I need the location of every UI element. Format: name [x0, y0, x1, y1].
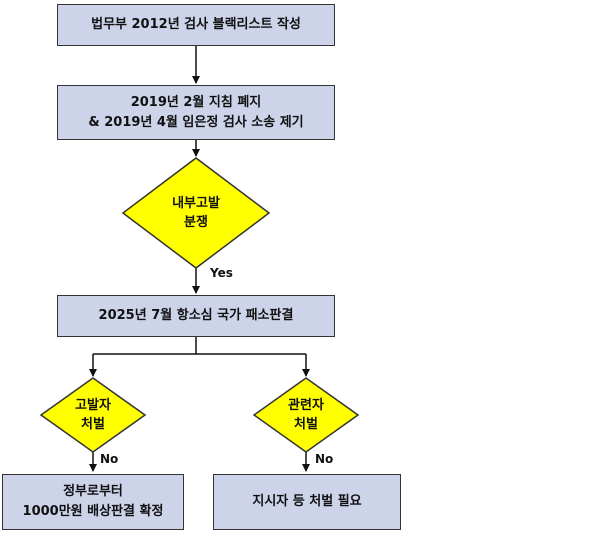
compensation-box: 정부로부터 1000만원 배상판결 확정 [2, 474, 184, 530]
abolish-text-line1: 2019년 2월 지침 폐지 [130, 94, 262, 110]
ruling-box: 2025년 7월 항소심 국가 패소판결 [57, 295, 335, 337]
blacklist-box: 법무부 2012년 검사 블랙리스트 작성 [57, 4, 335, 46]
related-label: 관련자 처벌 [266, 395, 346, 435]
whistleblower-text-line1: 고발자 [75, 398, 111, 413]
related-text-line2: 처벌 [294, 417, 318, 432]
compensation-text-line2: 1000만원 배상판결 확정 [22, 504, 164, 519]
whistleblower-diamond [39, 377, 147, 453]
related-text-line1: 관련자 [288, 398, 324, 413]
blacklist-text: 법무부 2012년 검사 블랙리스트 작성 [91, 17, 301, 32]
ruling-text: 2025년 7월 항소심 국가 패소판결 [98, 308, 294, 323]
whistleblower-text-line2: 처벌 [81, 417, 105, 432]
dispute-label: 내부고발 분쟁 [146, 188, 246, 238]
abolish-text-line2: & 2019년 4월 임은정 검사 소송 제기 [88, 114, 304, 130]
related-diamond [252, 377, 360, 453]
no-right-label: No [315, 452, 334, 466]
punish-needed-box: 지시자 등 처벌 필요 [213, 474, 401, 530]
dispute-text-line1: 내부고발 [172, 196, 220, 211]
yes-label: Yes [210, 266, 233, 280]
abolish-box: 2019년 2월 지침 폐지 & 2019년 4월 임은정 검사 소송 제기 [57, 85, 335, 140]
no-left-label: No [100, 452, 119, 466]
dispute-text-line2: 분쟁 [184, 215, 208, 230]
dispute-diamond [121, 157, 271, 269]
whistleblower-label: 고발자 처벌 [53, 395, 133, 435]
punish-needed-text: 지시자 등 처벌 필요 [252, 494, 362, 509]
compensation-text-line1: 정부로부터 [63, 484, 123, 499]
